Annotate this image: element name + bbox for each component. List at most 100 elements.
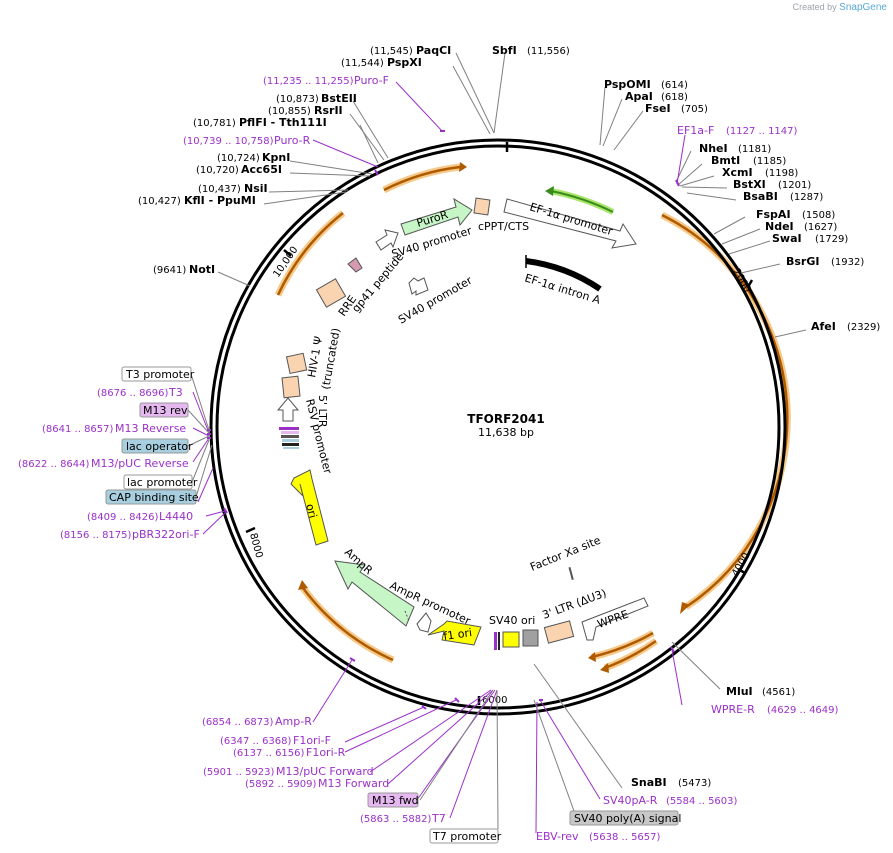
- tick-10000: [283, 249, 292, 257]
- label-cppt: cPPT/CTS: [478, 220, 529, 233]
- enzyme-sbfi: SbfI: [492, 44, 517, 57]
- enzyme-ndei-pos: (1627): [804, 222, 837, 233]
- primer-m13puc-reverse: M13/pUC Reverse: [91, 457, 189, 470]
- primer-t7: T7: [431, 812, 446, 825]
- t7-promoter-box: [429, 828, 499, 844]
- primer-t3-pos: (8676 .. 8696): [97, 388, 169, 399]
- ltr5-box: [281, 375, 301, 399]
- enzyme-xcmi: XcmI: [722, 166, 753, 179]
- sv40-polya-label: SV40 poly(A) signal: [574, 812, 681, 825]
- ef1a-promoter-arrow: [503, 198, 637, 249]
- enzyme-bstxi: BstXI: [733, 178, 766, 191]
- enzyme-nsii-pos: (10,437): [198, 184, 241, 195]
- primer-wpre-r: WPRE-R: [711, 703, 755, 716]
- label-ef1a-intron: EF-1α intron A: [523, 271, 602, 306]
- tick-label-8000: 8000: [247, 532, 264, 559]
- enzyme-bstxi-pos: (1201): [778, 180, 811, 191]
- enzyme-acc65i: Acc65I: [241, 163, 282, 176]
- lac-stripe-5: [282, 443, 299, 446]
- orf-arc-puror-head: [459, 162, 467, 172]
- orf-arc-small-1-head: [588, 652, 596, 662]
- primer-pbr322ori-f: pBR322ori-F: [132, 528, 200, 541]
- enzyme-paqci-pos: (11,545): [370, 46, 413, 57]
- orf-arc-main-head: [680, 602, 690, 614]
- lac-cluster: [279, 427, 299, 449]
- snapgene-credit: Created by SnapGene: [793, 2, 887, 13]
- enzyme-afei-pos: (2329): [847, 322, 880, 333]
- primer-puro-f-pos: (11,235 .. 11,255): [263, 76, 354, 87]
- primer-m13puc-forward-pos: (5901 .. 5923): [203, 767, 275, 778]
- enzyme-ndei: NdeI: [765, 220, 794, 233]
- primer-t7-pos: (5863 .. 5882): [360, 814, 432, 825]
- primer-f1ori-r: F1ori-R: [306, 746, 346, 759]
- lac-stripe-1: [279, 427, 299, 430]
- wpre-arrow: [581, 597, 649, 641]
- orf-arc-main-core: [661, 213, 789, 609]
- enzyme-fsei-pos: (705): [681, 104, 708, 115]
- primer-t3: T3: [168, 386, 183, 399]
- enzyme-nsii: NsiI: [244, 182, 268, 195]
- enzyme-fsei: FseI: [645, 102, 671, 115]
- minor-marks: [404, 566, 574, 650]
- enzyme-swai: SwaI: [772, 232, 802, 245]
- cppt-box: [473, 197, 491, 216]
- lac-stripe-2: [281, 431, 299, 434]
- lac-stripe-3: [281, 435, 299, 438]
- hiv-psi-box: [285, 352, 308, 375]
- enzyme-paqci: PaqCI: [416, 44, 451, 57]
- enzyme-kfli-pos: (10,427): [138, 196, 181, 207]
- lac-operator-box: [121, 438, 189, 454]
- primer-m13puc-reverse-pos: (8622 .. 8644): [18, 459, 90, 470]
- label-f1ori: f1 ori: [443, 626, 473, 643]
- tick-8000: [245, 526, 256, 534]
- enzyme-rsrii: RsrII: [314, 104, 343, 117]
- orf-arc-puror-core: [383, 165, 461, 192]
- credit-prefix: Created by: [792, 2, 837, 12]
- primer-ebv-rev-pos: (5638 .. 5657): [589, 832, 661, 843]
- primer-f1ori-r-pos: (6137 .. 6156): [233, 748, 305, 759]
- sv40-promoter-2-arrow: [408, 277, 429, 296]
- enzyme-snabi: SnaBI: [631, 776, 667, 789]
- enzyme-bsabi-pos: (1287): [790, 192, 823, 203]
- primer-m13-reverse-pos: (8641 .. 8657): [42, 424, 114, 435]
- primer-marks: [207, 130, 680, 710]
- ampr-arrow: [334, 560, 415, 627]
- primer-wpre-r-pos: (4629 .. 4649): [767, 705, 839, 716]
- label-ltr5: 5' LTR: [316, 395, 329, 428]
- orf-arc-left-core: [276, 212, 344, 296]
- label-factor-xa: Factor Xa site: [528, 534, 602, 574]
- enzyme-bsrgi-pos: (1932): [831, 257, 864, 268]
- primer-sv40pa-r: SV40pA-R: [603, 794, 658, 807]
- enzyme-noti: NotI: [189, 263, 215, 276]
- enzyme-bsabi: BsaBI: [743, 190, 778, 203]
- cap-binding-site-label: CAP binding site: [109, 491, 199, 504]
- enzyme-rsrii-pos: (10,855): [268, 106, 311, 117]
- enzyme-nhei: NheI: [699, 142, 728, 155]
- sv40-promoter-1-arrow: [375, 229, 399, 251]
- primer-amp-r: Amp-R: [275, 715, 312, 728]
- scale-ticks: [245, 142, 754, 705]
- enzyme-bmti-pos: (1185): [753, 156, 786, 167]
- primer-f1ori-f: F1ori-F: [293, 734, 331, 747]
- enzyme-mlui: MluI: [726, 685, 753, 698]
- tick-4000: [737, 567, 746, 575]
- orf-arcs: [274, 162, 791, 673]
- primer-ebv-rev: EBV-rev: [536, 830, 579, 843]
- orf-arc-small-2-head: [600, 663, 609, 673]
- enzyme-xcmi-pos: (1198): [765, 168, 798, 179]
- label-puror: PuroR: [415, 208, 450, 230]
- gray-box: [522, 629, 539, 647]
- ef1a-intron-arc: [525, 258, 602, 292]
- mid-stripe-2: [498, 632, 500, 650]
- lac-stripe-4: [282, 439, 299, 442]
- orf-arc-ampr-head: [298, 580, 308, 590]
- enzyme-kpni-pos: (10,724): [217, 153, 260, 164]
- label-gp41: gp41 peptide: [349, 250, 406, 315]
- factor-xa-mark: [568, 566, 574, 581]
- tick-label-6000: 6000: [482, 695, 507, 706]
- enzyme-apai-pos: (618): [661, 92, 688, 103]
- enzyme-apai: ApaI: [625, 90, 653, 103]
- lac-promoter-box: [123, 474, 193, 490]
- primer-puro-r-pos: (10,739 .. 10,758): [183, 136, 274, 147]
- enzyme-kfli: KflI - PpuMI: [184, 194, 256, 207]
